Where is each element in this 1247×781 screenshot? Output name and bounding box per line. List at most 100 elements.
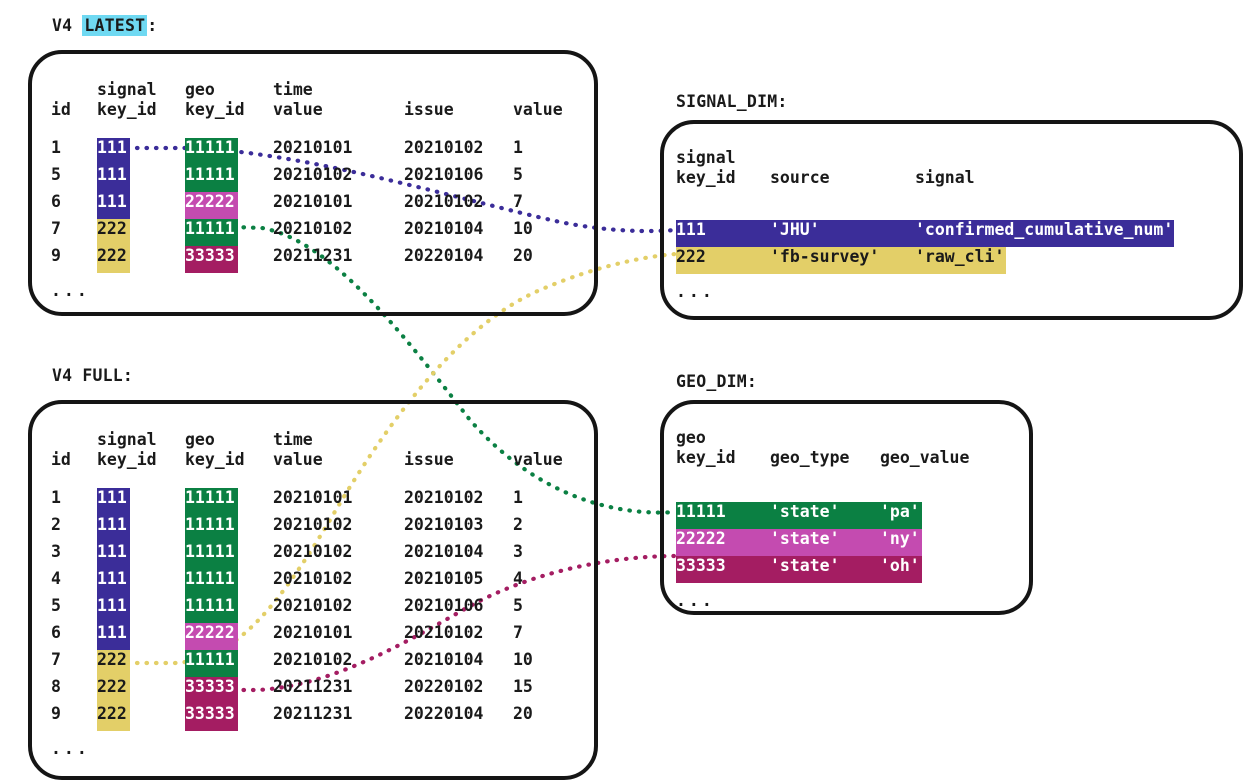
latest-header-key-id-1: key_id: [97, 100, 157, 119]
latest-header-top-1: signal: [97, 80, 157, 99]
full-row-5-geo-key-id: 11111: [185, 596, 238, 623]
latest-row-1-signal-key-id: 111: [97, 138, 130, 165]
full-header-top-3: time: [273, 430, 313, 449]
full-row-9-issue: 20220104: [404, 704, 484, 723]
full-ellipsis: ...: [51, 739, 90, 758]
full-row-6-id: 6: [51, 623, 61, 642]
full-header-value-3: value: [273, 450, 323, 469]
full-row-5-id: 5: [51, 596, 61, 615]
full-row-1-id: 1: [51, 488, 61, 507]
full-row-2-id: 2: [51, 515, 61, 534]
latest-row-9-time-value: 20211231: [273, 246, 353, 265]
full-row-4-value: 4: [513, 569, 523, 588]
full-row-8-time-value: 20211231: [273, 677, 353, 696]
full-row-2-geo-key-id: 11111: [185, 515, 238, 542]
latest-header-id-0: id: [51, 100, 71, 119]
full-row-8-issue: 20220102: [404, 677, 484, 696]
full-row-2-issue: 20210103: [404, 515, 484, 534]
full-row-8-geo-key-id: 33333: [185, 677, 238, 704]
latest-row-7-value: 10: [513, 219, 533, 238]
full-row-6-time-value: 20210101: [273, 623, 353, 642]
geo-dim-row-33333-geo-type: 'state': [770, 556, 840, 575]
geo-dim-row-33333-key-id: 33333: [676, 556, 726, 575]
full-header-top-1: signal: [97, 430, 157, 449]
full-row-5-time-value: 20210102: [273, 596, 353, 615]
full-header-key-id-2: key_id: [185, 450, 245, 469]
latest-header-top-3: time: [273, 80, 313, 99]
latest-header-top-2: geo: [185, 80, 215, 99]
latest-row-1-issue: 20210102: [404, 138, 484, 157]
full-row-2-time-value: 20210102: [273, 515, 353, 534]
caption-geo-dim: GEO_DIM:: [676, 372, 758, 391]
full-row-7-value: 10: [513, 650, 533, 669]
geo-dim-row-11111-highlight: [676, 502, 922, 529]
full-row-4-time-value: 20210102: [273, 569, 353, 588]
full-row-7-id: 7: [51, 650, 61, 669]
latest-row-9-value: 20: [513, 246, 533, 265]
full-row-9-id: 9: [51, 704, 61, 723]
latest-header-value-3: value: [273, 100, 323, 119]
caption-latest-highlight: LATEST: [82, 15, 148, 36]
geo-dim-header-2: geo_value: [880, 448, 970, 467]
latest-row-6-time-value: 20210101: [273, 192, 353, 211]
geo-dim-row-11111-geo-value: 'pa': [880, 502, 920, 521]
geo-dim-row-22222-key-id: 22222: [676, 529, 726, 548]
full-row-6-geo-key-id: 22222: [185, 623, 238, 650]
full-row-9-geo-key-id: 33333: [185, 704, 238, 731]
geo-dim-row-22222-geo-value: 'ny': [880, 529, 920, 548]
geo-dim-header-0: key_id: [676, 448, 736, 467]
signal-dim-header-top-0: signal: [676, 148, 736, 167]
latest-row-6-issue: 20210102: [404, 192, 484, 211]
latest-row-6-signal-key-id: 111: [97, 192, 130, 219]
full-row-3-signal-key-id: 111: [97, 542, 130, 569]
full-row-3-value: 3: [513, 542, 523, 561]
geo-dim-row-22222-geo-type: 'state': [770, 529, 840, 548]
full-row-3-time-value: 20210102: [273, 542, 353, 561]
geo-dim-row-33333-highlight: [676, 556, 922, 583]
signal-dim-header-1: source: [770, 168, 830, 187]
latest-header-value-5: value: [513, 100, 563, 119]
signal-dim-row-222-highlight: [676, 247, 1007, 274]
latest-row-5-geo-key-id: 11111: [185, 165, 238, 192]
latest-row-6-value: 7: [513, 192, 523, 211]
full-row-4-id: 4: [51, 569, 61, 588]
full-header-id-0: id: [51, 450, 71, 469]
latest-row-7-id: 7: [51, 219, 61, 238]
signal-dim-row-222-signal: 'raw_cli': [915, 247, 1005, 266]
full-row-4-issue: 20210105: [404, 569, 484, 588]
signal-dim-row-111-signal: 'confirmed_cumulative_num': [915, 220, 1174, 239]
full-row-1-value: 1: [513, 488, 523, 507]
full-row-5-value: 5: [513, 596, 523, 615]
full-row-9-time-value: 20211231: [273, 704, 353, 723]
full-row-3-geo-key-id: 11111: [185, 542, 238, 569]
latest-row-5-signal-key-id: 111: [97, 165, 130, 192]
full-row-2-signal-key-id: 111: [97, 515, 130, 542]
full-row-8-signal-key-id: 222: [97, 677, 130, 704]
geo-dim-header-top-0: geo: [676, 428, 706, 447]
latest-row-9-issue: 20220104: [404, 246, 484, 265]
caption-v4-latest: V4 LATEST:: [52, 15, 158, 36]
full-row-6-signal-key-id: 111: [97, 623, 130, 650]
full-header-key-id-1: key_id: [97, 450, 157, 469]
full-row-2-value: 2: [513, 515, 523, 534]
latest-row-9-id: 9: [51, 246, 61, 265]
full-row-4-geo-key-id: 11111: [185, 569, 238, 596]
full-header-value-5: value: [513, 450, 563, 469]
latest-row-9-geo-key-id: 33333: [185, 246, 238, 273]
signal-dim-ellipsis: ...: [676, 282, 715, 301]
signal-dim-row-111-source: 'JHU': [770, 220, 820, 239]
geo-dim-row-22222-highlight: [676, 529, 922, 556]
full-row-1-issue: 20210102: [404, 488, 484, 507]
geo-dim-row-33333-geo-value: 'oh': [880, 556, 920, 575]
latest-header-issue-4: issue: [404, 100, 454, 119]
full-row-5-issue: 20210106: [404, 596, 484, 615]
signal-dim-row-111-highlight: [676, 220, 1175, 247]
full-row-8-id: 8: [51, 677, 61, 696]
caption-signal-dim: SIGNAL_DIM:: [676, 92, 788, 111]
latest-row-5-issue: 20210106: [404, 165, 484, 184]
caption-latest-suffix: :: [147, 16, 158, 35]
full-row-4-signal-key-id: 111: [97, 569, 130, 596]
latest-row-6-id: 6: [51, 192, 61, 211]
full-row-6-value: 7: [513, 623, 523, 642]
